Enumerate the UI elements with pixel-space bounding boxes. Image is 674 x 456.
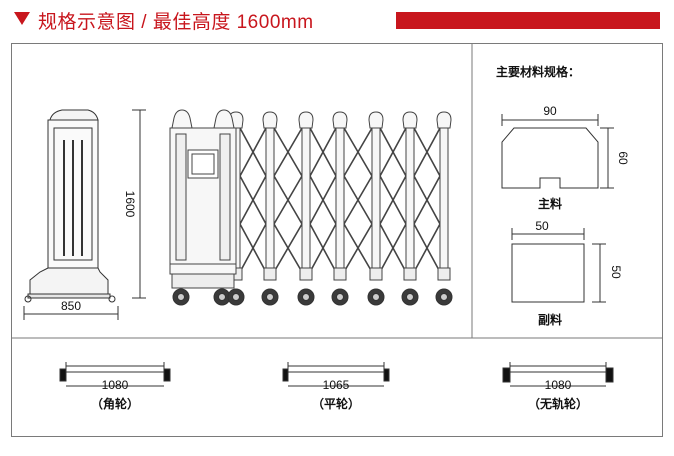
diagram-frame <box>11 43 663 437</box>
post-foot <box>437 267 451 281</box>
wheel-trackless-width-label: 1080 <box>545 378 572 392</box>
sub-material-label: 副料 <box>538 312 562 327</box>
header-title: 规格示意图 / 最佳高度 1600mm <box>38 12 314 33</box>
wheel-trackless-label: （无轨轮） <box>528 396 588 411</box>
wheel-corner-width-label: 1080 <box>102 378 129 392</box>
wheel-corner-label: （角轮） <box>91 396 139 411</box>
main-material-dimension-height <box>600 127 614 189</box>
lattice-segment <box>239 127 267 273</box>
side-height-label: 1600 <box>123 191 137 218</box>
post-head <box>436 111 452 129</box>
wheel-hub <box>266 293 274 301</box>
wheel-hub <box>406 293 414 301</box>
post-foot <box>403 267 417 281</box>
post-foot <box>333 267 347 281</box>
wheel-trackless <box>502 362 614 387</box>
post-head <box>332 111 348 129</box>
post-head <box>402 111 418 129</box>
gate-post <box>265 127 275 273</box>
main-material-label: 主料 <box>538 196 562 211</box>
post-foot <box>369 267 383 281</box>
lattice-segment <box>343 127 373 273</box>
lattice-segment <box>379 127 407 273</box>
gate-post <box>371 127 381 273</box>
post-head <box>298 111 314 129</box>
wheel-flat <box>282 362 390 387</box>
gate-post <box>439 127 449 273</box>
post-head <box>368 111 384 129</box>
main-material-dimension-width <box>501 114 599 126</box>
lattice-segment <box>413 127 441 273</box>
materials-title: 主要材料规格： <box>496 64 580 79</box>
side-height-dimension <box>132 109 146 299</box>
sub-material-height-label: 50 <box>609 265 623 279</box>
sub-material-width-label: 50 <box>535 219 549 233</box>
triangle-marker-icon <box>14 12 30 25</box>
gate-post <box>405 127 415 273</box>
lattice-segment <box>309 127 337 273</box>
section-header: 规格示意图 / 最佳高度 1600mm <box>0 0 674 40</box>
gate-post <box>335 127 345 273</box>
front-view <box>169 109 453 306</box>
main-material-width-label: 90 <box>543 104 557 118</box>
wheel-hub <box>440 293 448 301</box>
wheel-hub <box>218 293 226 301</box>
sub-material-profile <box>511 243 585 303</box>
wheel-flat-width-label: 1065 <box>323 378 350 392</box>
wheel-hub <box>372 293 380 301</box>
wheel-hub <box>177 293 185 301</box>
post-foot <box>263 267 277 281</box>
side-width-label: 850 <box>61 299 81 313</box>
sub-material-dimension-height <box>592 243 606 303</box>
header-red-bar <box>396 12 660 29</box>
lattice-segment <box>273 127 303 273</box>
wheel-hub <box>232 293 240 301</box>
wheel-hub <box>336 293 344 301</box>
post-head <box>262 111 278 129</box>
wheel-flat-label: （平轮） <box>312 396 360 411</box>
main-material-profile <box>501 127 599 189</box>
main-material-height-label: 60 <box>616 151 630 165</box>
gate-post <box>301 127 311 273</box>
side-view <box>24 109 116 303</box>
wheel-hub <box>302 293 310 301</box>
wheel-corner <box>59 362 171 387</box>
sub-material-dimension-width <box>511 228 585 240</box>
side-width-dimension <box>23 306 119 320</box>
post-foot <box>299 267 313 281</box>
